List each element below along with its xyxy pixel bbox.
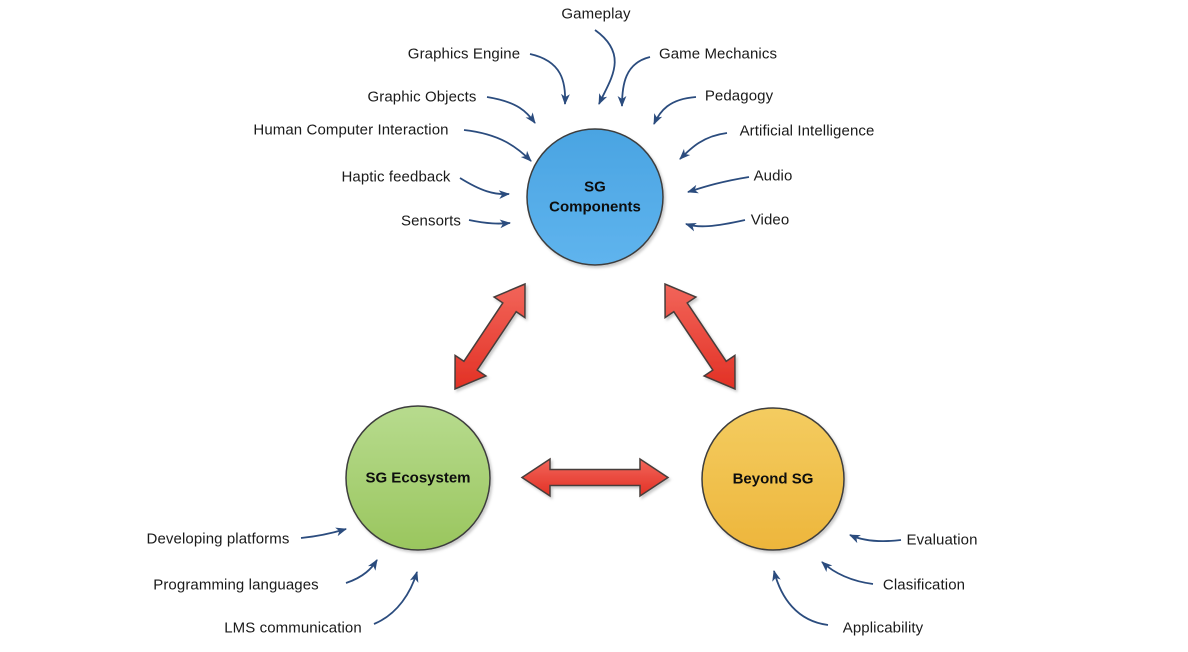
connector-sensorts-arrow [468, 219, 511, 229]
beyond-connectors [772, 534, 902, 626]
label-programming-languages: Programming languages [153, 576, 319, 594]
label-human-computer-interaction: Human Computer Interaction [253, 121, 449, 139]
relation-arrow-ecosystem-beyond [520, 457, 670, 498]
label-applicability: Applicability [842, 619, 924, 637]
connector-programming-languages-arrow [345, 559, 378, 584]
connector-graphics-engine-arrow [529, 53, 570, 105]
component-connectors [459, 29, 750, 232]
ecosystem-connectors [300, 527, 419, 625]
label-clasification: Clasification [882, 576, 966, 594]
connector-clasification-arrow [821, 561, 874, 585]
label-artificial-intelligence: Artificial Intelligence [739, 122, 875, 140]
connector-haptic-feedback-arrow [459, 177, 510, 200]
relation-arrow-components-beyond [664, 282, 736, 391]
label-pedagogy: Pedagogy [704, 87, 774, 105]
connector-lms-communication-arrow [373, 571, 419, 625]
connector-pedagogy-arrow [653, 96, 697, 125]
label-video: Video [750, 211, 790, 229]
label-lms-communication: LMS communication [224, 619, 362, 637]
connector-developing-platforms-arrow [300, 527, 347, 539]
label-graphic-objects: Graphic Objects [367, 88, 477, 106]
node-sg-components-circle [526, 128, 664, 266]
connector-evaluation-arrow [849, 534, 902, 544]
node-sg-components-title: SG Components [549, 178, 641, 216]
connector-hci-arrow [463, 129, 532, 162]
relation-arrow-components-ecosystem [454, 282, 526, 391]
label-game-mechanics: Game Mechanics [658, 45, 778, 63]
node-sg-ecosystem-circle [345, 405, 491, 551]
relation-arrows [454, 282, 736, 498]
connector-gameplay-arrow [594, 29, 616, 105]
connector-game-mechanics-arrow [617, 56, 651, 107]
connector-video-arrow [685, 219, 746, 232]
node-beyond-sg-title: Beyond SG [732, 470, 814, 488]
label-sensorts: Sensorts [401, 212, 461, 230]
label-haptic-feedback: Haptic feedback [341, 168, 451, 186]
connector-graphic-objects-arrow [486, 96, 536, 124]
connector-audio-arrow [687, 176, 750, 194]
node-sg-ecosystem-title: SG Ecosystem [365, 469, 471, 487]
label-evaluation: Evaluation [906, 531, 978, 549]
connector-artificial-intelligence-arrow [679, 132, 728, 160]
label-graphics-engine: Graphics Engine [407, 45, 521, 63]
node-beyond-sg-circle [701, 407, 845, 551]
connector-applicability-arrow [772, 570, 829, 626]
label-audio: Audio [753, 167, 793, 185]
label-developing-platforms: Developing platforms [146, 530, 290, 548]
label-gameplay: Gameplay [561, 5, 631, 23]
